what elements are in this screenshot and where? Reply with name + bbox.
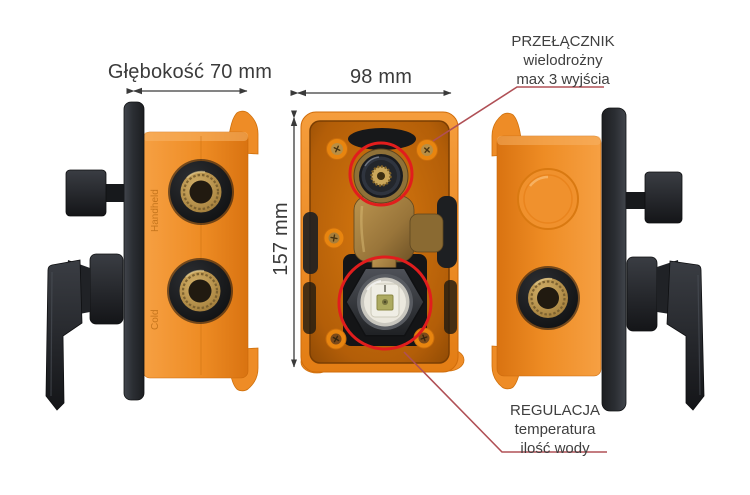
width-dimension-label: 98 mm <box>349 66 413 88</box>
left-view-lever-hub <box>89 253 124 325</box>
embossed-handheld-label: Handheld <box>150 189 161 232</box>
center-view-switch-cartridge <box>353 148 409 204</box>
left-view-lever-blade <box>45 259 83 411</box>
switch-leader-line <box>432 86 604 142</box>
right-view-lever-hub <box>626 256 658 332</box>
switch-highlight-circle <box>348 141 414 207</box>
embossed-cold-label: Cold <box>150 309 161 330</box>
right-view-knob-stem <box>626 192 646 209</box>
regulation-highlight-circle <box>337 255 433 351</box>
regulation-leader-line <box>403 351 607 453</box>
right-view-lever-blade <box>666 260 705 411</box>
left-view-body-highlight <box>143 132 248 141</box>
center-open-view <box>300 111 465 374</box>
center-view-right-lower-bumper <box>444 280 457 334</box>
switch-callout: PRZEŁĄCZNIK wielodrożny max 3 wyjścia <box>497 32 629 89</box>
switch-callout-line1: PRZEŁĄCZNIK <box>511 33 615 50</box>
left-view-knob-stem <box>104 184 124 202</box>
dimension-lines <box>126 88 452 368</box>
right-view-port <box>516 266 580 330</box>
height-dimension-label: 157 mm <box>270 202 292 276</box>
center-view-right-bumper <box>437 196 457 268</box>
regulation-callout-line3: ilość wody <box>520 440 590 457</box>
center-view-mixer-cartridge <box>345 267 425 337</box>
right-view-diverter-knob <box>644 171 683 224</box>
left-view-top-port <box>168 159 234 225</box>
right-side-view <box>491 107 705 412</box>
switch-callout-line3: max 3 wyjścia <box>516 71 610 88</box>
left-side-view: Handheld Cold <box>45 101 259 411</box>
regulation-callout-line1: REGULACJA <box>509 402 601 419</box>
center-view-top-gasket <box>348 128 416 150</box>
center-view-left-lower-bumper <box>303 282 316 334</box>
depth-dimension-label: Głębokość 70 mm <box>107 61 273 83</box>
right-view-faceplate <box>601 107 627 412</box>
right-view-lever-highlight <box>697 274 701 396</box>
right-view-body-highlight <box>497 136 601 145</box>
left-view-bottom-port <box>167 258 233 324</box>
regulation-callout-line2: temperatura <box>514 421 596 438</box>
left-view-faceplate <box>123 101 145 401</box>
switch-callout-line2: wielodrożny <box>523 52 603 69</box>
regulation-callout: REGULACJA temperatura ilość wody <box>490 401 620 458</box>
left-view-lever-highlight <box>50 271 53 397</box>
center-view-left-bumper <box>303 212 318 274</box>
right-view-blind-cap <box>517 168 579 230</box>
dimension-arrowheads <box>133 87 306 126</box>
left-view-diverter-knob <box>65 169 107 217</box>
